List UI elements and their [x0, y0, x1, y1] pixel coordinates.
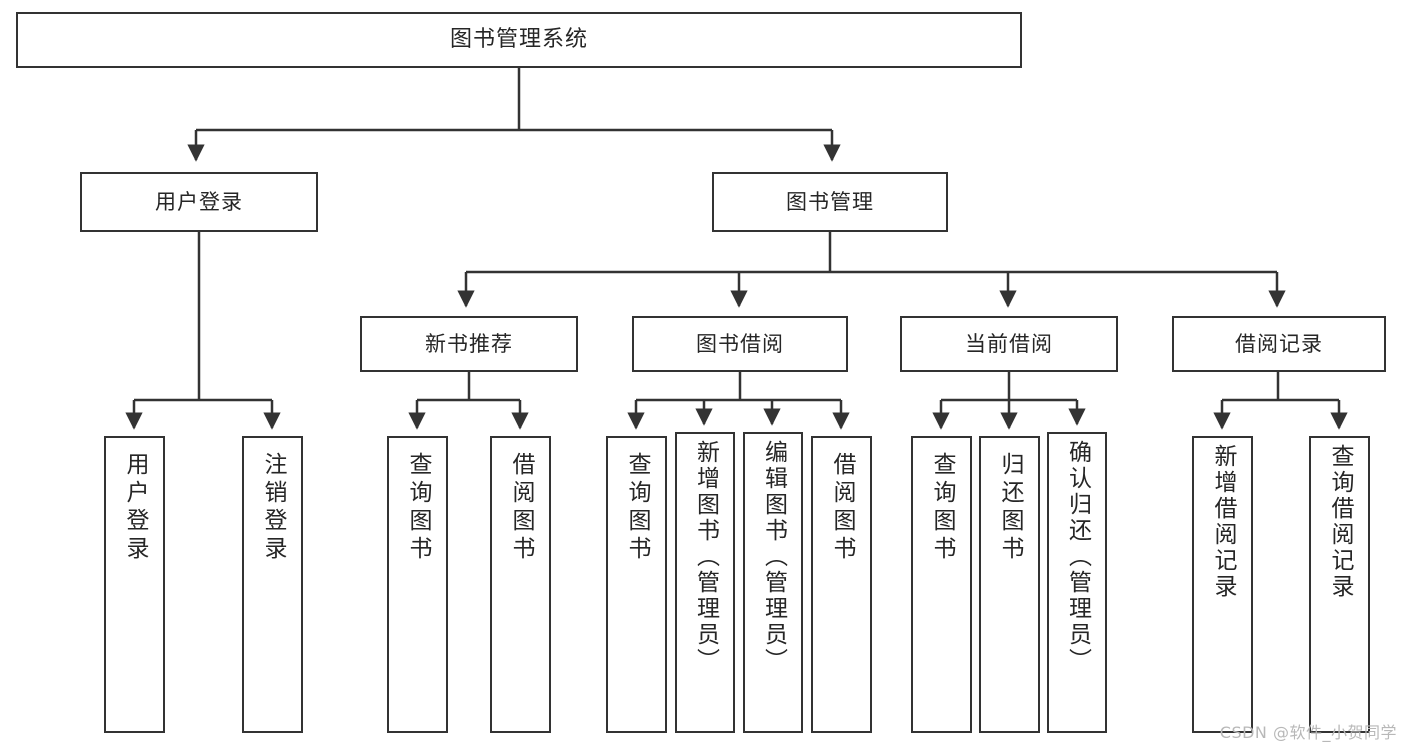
- node-label: 查询借阅记录: [1327, 444, 1353, 600]
- node-label: 确认归还（管理员）: [1064, 440, 1091, 674]
- node-leaf-query-book-borrow[interactable]: 查询图书: [606, 436, 667, 733]
- node-leaf-query-book-current[interactable]: 查询图书: [911, 436, 972, 733]
- node-leaf-edit-book-admin[interactable]: 编辑图书（管理员）: [743, 432, 803, 733]
- node-leaf-borrow-book-recommend[interactable]: 借阅图书: [490, 436, 551, 733]
- node-leaf-return-book[interactable]: 归还图书: [979, 436, 1040, 733]
- node-label: 借阅图书: [829, 452, 855, 564]
- node-label: 当前借阅: [965, 331, 1053, 356]
- node-leaf-query-borrow-record[interactable]: 查询借阅记录: [1309, 436, 1370, 733]
- node-leaf-user-login[interactable]: 用户登录: [104, 436, 165, 733]
- node-label: 查询图书: [929, 452, 955, 564]
- node-label: 用户登录: [122, 452, 148, 564]
- node-leaf-add-borrow-record[interactable]: 新增借阅记录: [1192, 436, 1253, 733]
- node-label: 图书借阅: [696, 331, 784, 356]
- node-label: 查询图书: [405, 452, 431, 564]
- node-book-borrow[interactable]: 图书借阅: [632, 316, 848, 372]
- node-user-login[interactable]: 用户登录: [80, 172, 318, 232]
- node-leaf-add-book-admin[interactable]: 新增图书（管理员）: [675, 432, 735, 733]
- node-label: 编辑图书（管理员）: [760, 440, 787, 674]
- node-leaf-confirm-return-admin[interactable]: 确认归还（管理员）: [1047, 432, 1107, 733]
- watermark-text: CSDN @软件_小贺同学: [1219, 723, 1397, 742]
- node-label: 借阅图书: [508, 452, 534, 564]
- node-label: 借阅记录: [1235, 331, 1323, 356]
- node-new-book-recommend[interactable]: 新书推荐: [360, 316, 578, 372]
- node-label: 新书推荐: [425, 331, 513, 356]
- node-label: 图书管理系统: [449, 27, 588, 53]
- node-label: 用户登录: [155, 189, 243, 214]
- node-label: 新增图书（管理员）: [692, 440, 719, 674]
- node-label: 新增借阅记录: [1210, 444, 1236, 600]
- node-leaf-query-book-recommend[interactable]: 查询图书: [387, 436, 448, 733]
- node-leaf-logout[interactable]: 注销登录: [242, 436, 303, 733]
- node-current-borrow[interactable]: 当前借阅: [900, 316, 1118, 372]
- node-label: 注销登录: [260, 452, 286, 564]
- node-label: 归还图书: [997, 452, 1023, 564]
- node-label: 图书管理: [786, 189, 874, 214]
- node-label: 查询图书: [624, 452, 650, 564]
- node-borrow-record[interactable]: 借阅记录: [1172, 316, 1386, 372]
- node-leaf-borrow-book[interactable]: 借阅图书: [811, 436, 872, 733]
- node-root-system[interactable]: 图书管理系统: [16, 12, 1022, 68]
- node-book-management[interactable]: 图书管理: [712, 172, 948, 232]
